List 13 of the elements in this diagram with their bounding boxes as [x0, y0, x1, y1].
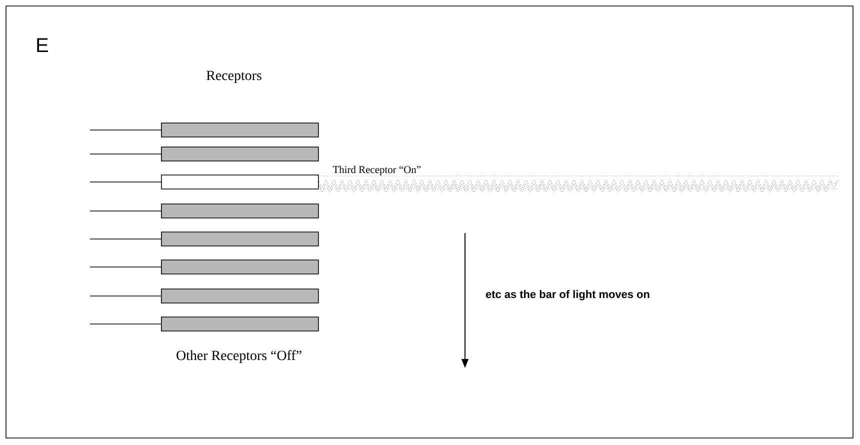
- caption: Third Receptor “On”: [332, 165, 422, 176]
- note: etc as the bar of light moves on: [486, 290, 650, 300]
- receptor-bar: [161, 174, 319, 190]
- receptor-bar: [161, 288, 319, 304]
- panel-letter: E: [37, 38, 48, 52]
- receptor-bar: [161, 316, 319, 332]
- heading: Receptors: [206, 70, 262, 83]
- receptor-bar: [161, 122, 319, 138]
- caption: Other Receptors “Off”: [176, 350, 302, 363]
- receptor-bar: [161, 146, 319, 162]
- receptor-bar: [161, 232, 319, 246]
- receptor-bar: [161, 204, 319, 218]
- receptor-bar: [161, 260, 319, 274]
